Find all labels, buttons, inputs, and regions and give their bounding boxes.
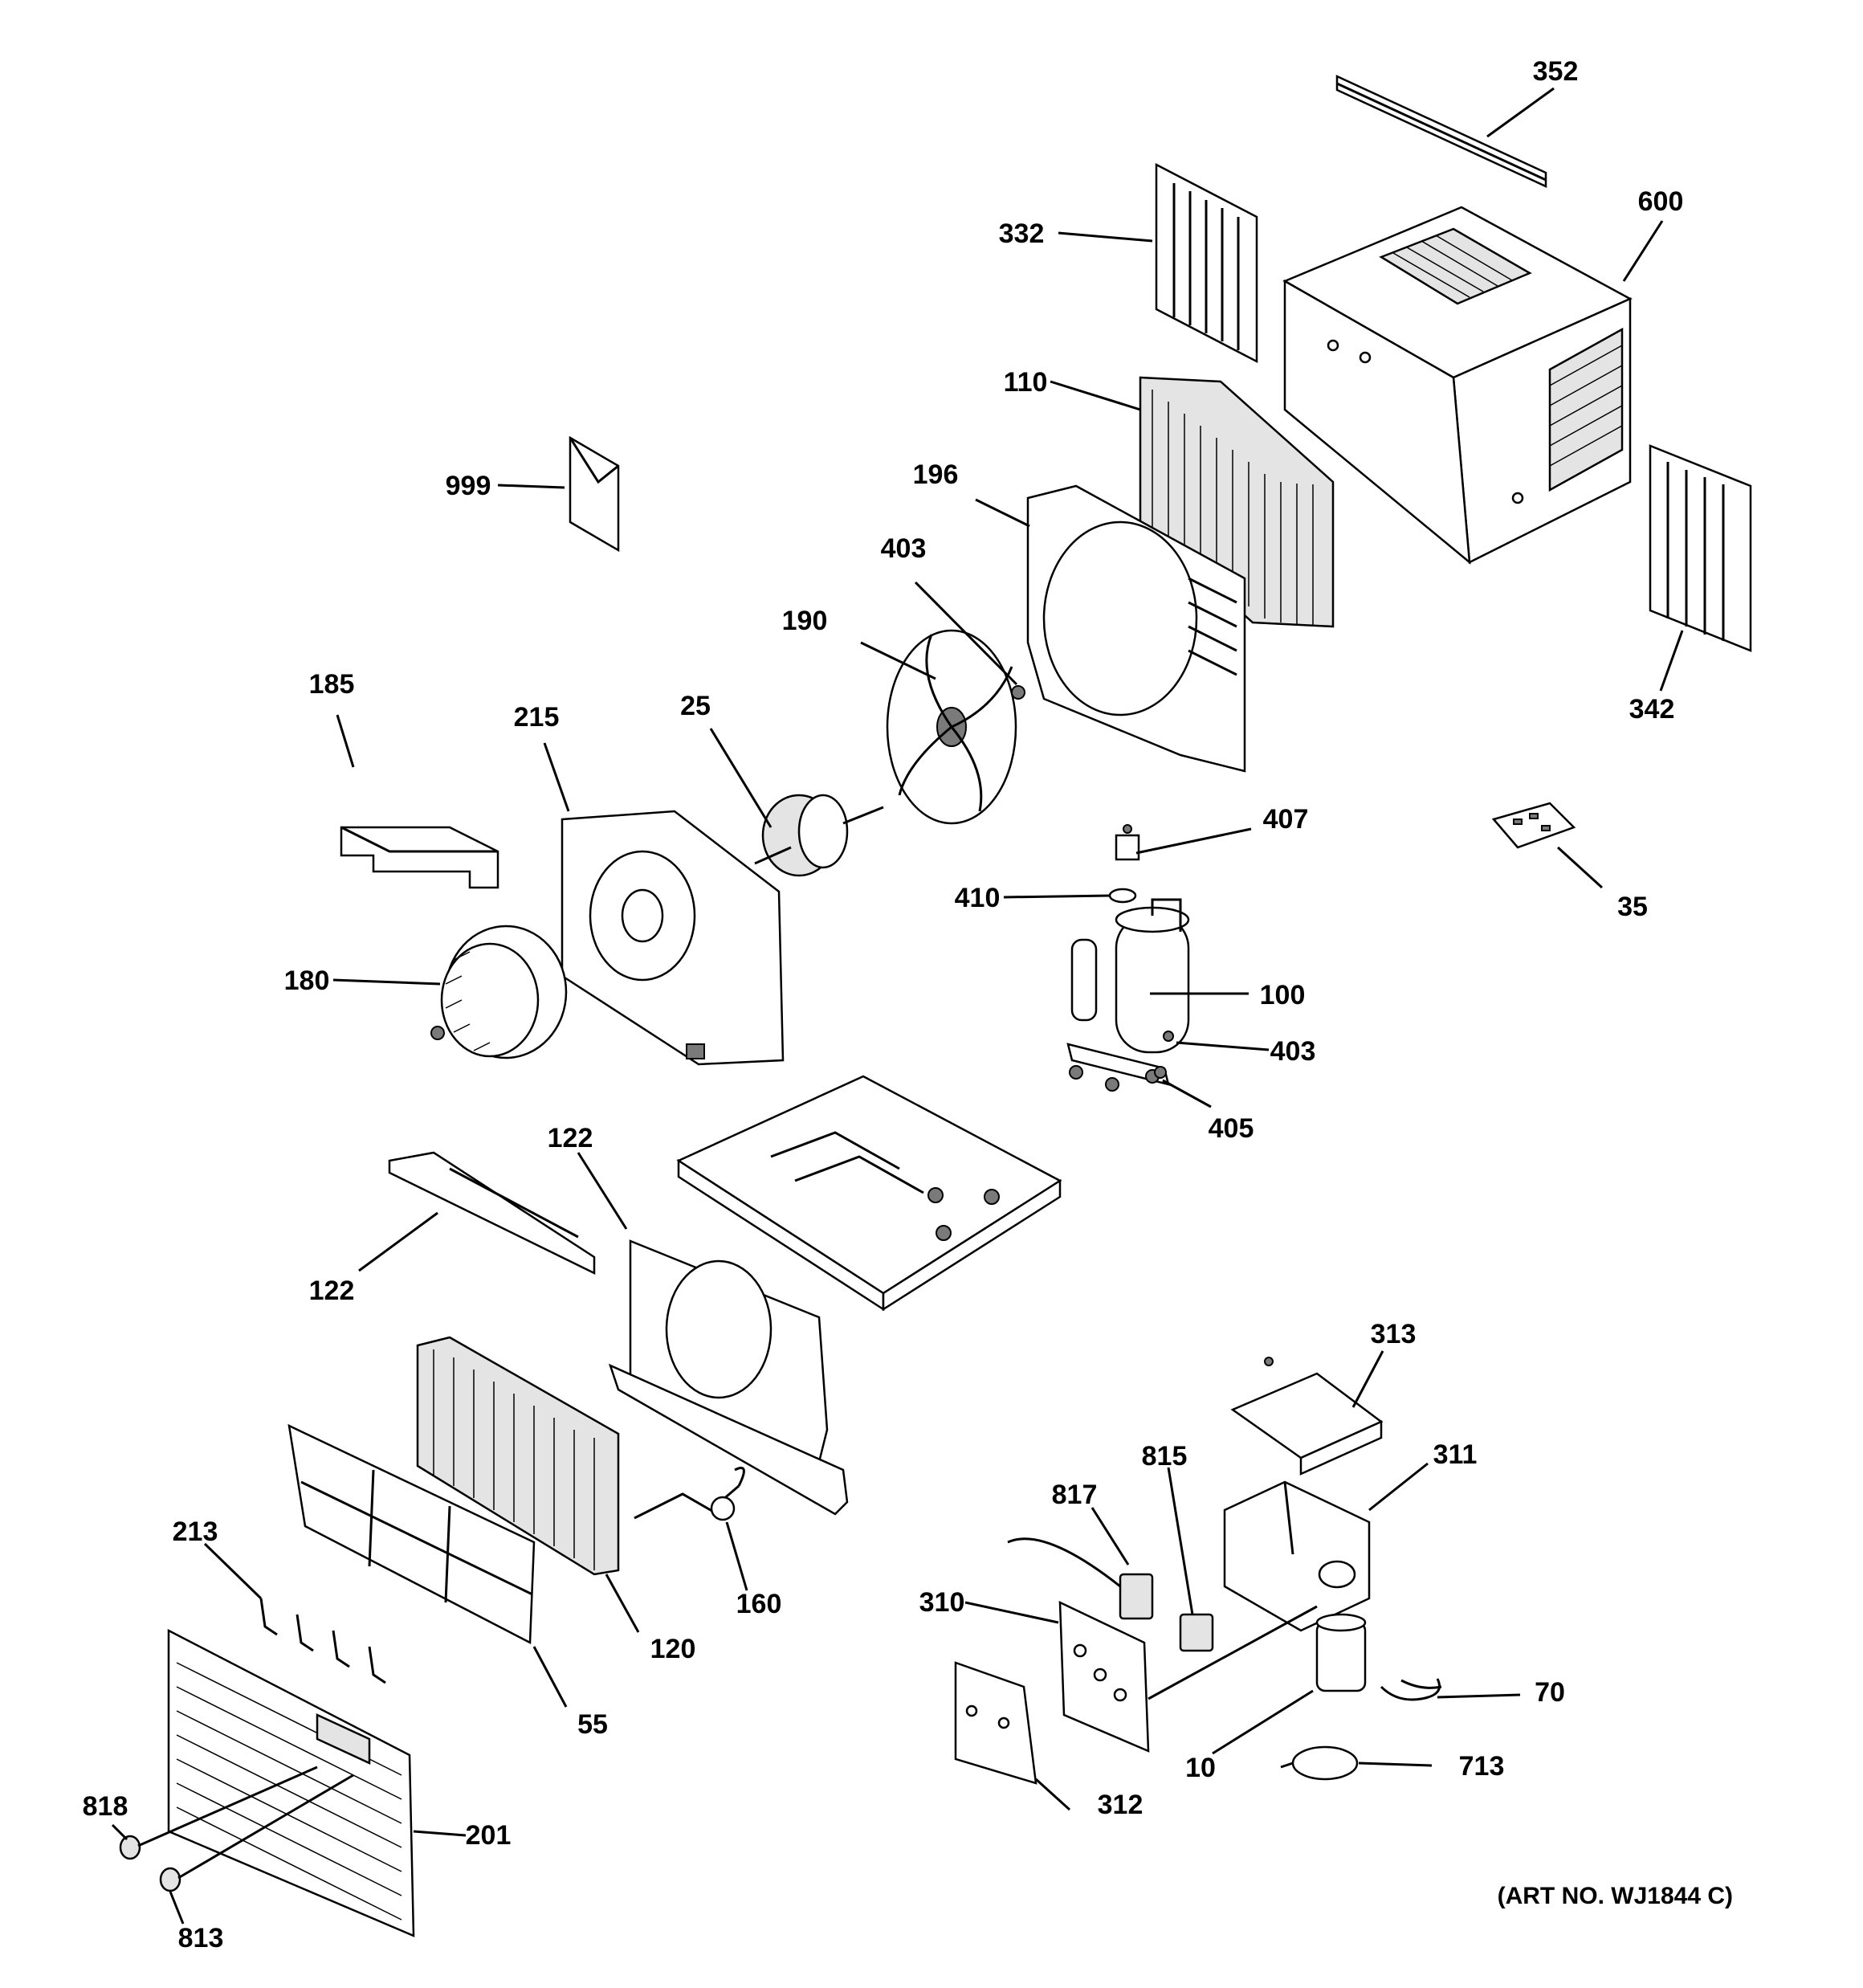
part-blower-wheel: [430, 925, 568, 1059]
callout-332: 332: [999, 218, 1045, 249]
part-scroll-housing: [561, 810, 785, 1066]
part-nut-403-compressor: [1163, 1031, 1174, 1042]
part-cabinet: [1282, 206, 1633, 565]
part-terminal-ring: [1108, 888, 1137, 904]
panel-connector-line: [1148, 1605, 1318, 1700]
part-overload-protector: [1115, 824, 1140, 861]
part-nut-403-top: [1011, 685, 1025, 700]
part-front-grille: [167, 1628, 415, 1937]
callout-311: 311: [1433, 1439, 1478, 1470]
callout-312: 312: [1098, 1790, 1143, 1820]
part-clips: [259, 1598, 386, 1684]
part-grommet-405: [1154, 1066, 1167, 1079]
callout-310: 310: [919, 1587, 965, 1618]
part-switch-815: [1179, 1613, 1214, 1652]
part-thermistor: [634, 1467, 745, 1521]
part-bracket: [340, 826, 499, 889]
part-panel-label: [954, 1661, 1037, 1785]
knob-shaft-line-a: [137, 1766, 318, 1847]
part-control-panel: [1058, 1600, 1150, 1753]
part-side-curtain-right: [1649, 444, 1752, 652]
callout-713: 713: [1459, 1751, 1505, 1782]
part-fan-motor: [754, 794, 884, 877]
leader-lines: [111, 87, 1684, 1925]
callout-labels: 352 600 332 110 999 196 403 190 342 185 …: [83, 56, 1684, 1953]
callout-313: 313: [1371, 1319, 1417, 1349]
callout-999: 999: [446, 471, 491, 501]
callout-180: 180: [284, 965, 330, 996]
part-pcb: [1491, 802, 1576, 849]
art-number: (ART NO. WJ1844 C): [1498, 1883, 1733, 1909]
callout-405: 405: [1209, 1113, 1254, 1144]
part-top-rail: [1335, 75, 1547, 188]
callout-600: 600: [1638, 186, 1684, 217]
callout-213: 213: [173, 1517, 218, 1547]
callout-407: 407: [1263, 804, 1309, 835]
part-control-box-cover: [1230, 1357, 1384, 1476]
part-literature-envelope: [569, 435, 620, 553]
part-base-pan: [676, 1075, 1062, 1312]
callout-410: 410: [955, 883, 1001, 913]
callout-122-partition: 122: [309, 1276, 355, 1306]
callout-815: 815: [1142, 1441, 1188, 1472]
callout-160: 160: [736, 1589, 782, 1619]
part-control-box: [1223, 1480, 1371, 1632]
part-capacitor: [1315, 1613, 1367, 1692]
part-condenser-fan-blade: [886, 629, 1017, 825]
callout-813: 813: [178, 1923, 224, 1953]
part-shroud: [1026, 484, 1246, 773]
callout-201: 201: [466, 1820, 512, 1851]
callout-185: 185: [309, 669, 355, 700]
part-knob-818: [119, 1835, 141, 1860]
callout-35: 35: [1617, 892, 1648, 922]
callout-818: 818: [83, 1791, 128, 1822]
part-bulkhead: [608, 1239, 849, 1516]
part-partition-top: [388, 1151, 596, 1276]
callout-100: 100: [1260, 980, 1306, 1010]
callout-403-compressor: 403: [1270, 1036, 1316, 1067]
callout-190: 190: [782, 606, 828, 636]
part-air-filter: [287, 1423, 536, 1645]
knob-shaft-line-b: [177, 1774, 354, 1880]
callout-25: 25: [680, 691, 711, 721]
callout-10: 10: [1185, 1753, 1216, 1783]
part-compressor: [1066, 898, 1190, 1092]
part-knob-813: [159, 1867, 181, 1892]
callout-110: 110: [1004, 367, 1048, 398]
callout-352: 352: [1533, 56, 1579, 87]
callout-120: 120: [650, 1634, 696, 1664]
callout-817: 817: [1052, 1480, 1098, 1510]
callout-55: 55: [577, 1709, 608, 1740]
part-evaporator-coil: [416, 1336, 620, 1576]
part-power-cord: [1380, 1678, 1442, 1701]
callout-122-bulkhead: 122: [548, 1123, 593, 1153]
callout-196: 196: [913, 459, 959, 490]
callout-70: 70: [1535, 1677, 1565, 1708]
callout-403-top: 403: [881, 533, 927, 564]
callout-215: 215: [514, 702, 560, 733]
part-side-curtain-left: [1155, 162, 1258, 364]
part-thermostat-817: [1007, 1537, 1154, 1620]
part-capacitor-strap: [1280, 1745, 1359, 1781]
callout-342: 342: [1629, 694, 1675, 725]
